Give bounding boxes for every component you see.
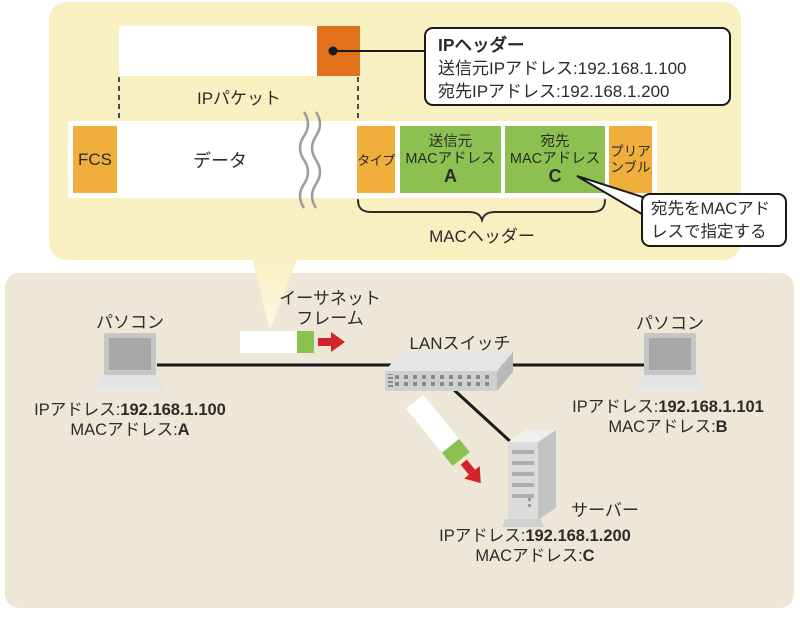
ip-header-callout-src: 送信元IPアドレス:192.168.1.100: [438, 59, 687, 78]
server-front: [508, 442, 538, 520]
src-mac-segment: 送信元 MACアドレス A: [400, 126, 501, 193]
lan-switch-ports-row1: [395, 375, 489, 379]
server-label: サーバー: [571, 501, 639, 520]
lan-switch-label: LANスイッチ: [409, 334, 511, 353]
lan-switch-leds: [388, 374, 393, 387]
pc-left-mac-value: A: [177, 421, 190, 439]
server-slot: [512, 483, 534, 487]
pc-right-laptop-base: [632, 375, 705, 390]
destination-note-line1: 宛先をMACアド: [651, 200, 771, 218]
pc-left-label: パソコン: [96, 313, 164, 332]
type-label: タイプ: [357, 153, 395, 168]
pc-left-mac-line: MACアドレス:A: [20, 420, 240, 440]
ethernet-frame-icon-tilted: [405, 394, 493, 495]
dst-mac-segment: 宛先 MACアドレス C: [505, 126, 605, 193]
lan-switch-front: [385, 371, 497, 391]
laptop-screen: [104, 333, 156, 375]
ethernet-frame-label-line1: イーサネット: [279, 289, 381, 308]
pc-right-ip-line: IPアドレス:192.168.1.101: [558, 397, 778, 417]
preamble-segment: プリア ンブル: [609, 126, 652, 193]
preamble-line2: ンブル: [610, 159, 651, 175]
pc-left-mac-label: MACアドレス:: [70, 421, 178, 439]
laptop-screen: [644, 333, 696, 375]
pc-left-ip-line: IPアドレス:192.168.1.100: [20, 400, 240, 420]
pc-right-mac-value: B: [715, 418, 728, 436]
server-slot: [512, 472, 534, 476]
server-slot: [512, 461, 534, 465]
frame-header-rect: [297, 331, 314, 353]
data-label: データ: [193, 150, 247, 171]
pc-left-laptop-base: [92, 375, 165, 390]
callout-connector-dot: [328, 46, 338, 56]
frame-payload-rect: [406, 394, 460, 453]
server-base: [502, 519, 544, 527]
pc-right-label: パソコン: [636, 314, 704, 333]
fcs-segment: FCS: [73, 126, 117, 193]
lan-switch-icon: [385, 352, 513, 371]
server-mac-line: MACアドレス:C: [425, 546, 645, 566]
laptop-display: [109, 338, 151, 370]
mac-header-brace: [357, 199, 606, 224]
dst-mac-line1: 宛先: [540, 134, 570, 150]
ip-packet-label: IPパケット: [196, 89, 282, 108]
data-segment: データ: [150, 126, 290, 193]
lan-wire-to-server: [451, 387, 515, 446]
mac-header-label: MACヘッダー: [429, 227, 535, 246]
pc-left-ip-value: 192.168.1.100: [120, 401, 226, 419]
src-mac-line1: 送信元: [428, 134, 473, 150]
ethernet-frame-icon: [406, 394, 481, 484]
pc-left-ip-label: IPアドレス:: [34, 401, 121, 419]
server-mac-label: MACアドレス:: [475, 547, 583, 565]
red-arrow-shaft: [318, 338, 331, 346]
dst-mac-value: C: [548, 166, 562, 186]
red-arrow-head: [331, 332, 345, 352]
pc-right-ip-label: IPアドレス:: [572, 398, 659, 416]
ethernet-frame-icon: [240, 331, 345, 353]
src-mac-value: A: [443, 166, 457, 186]
break-squiggle-left: [298, 111, 310, 209]
fcs-label: FCS: [78, 149, 112, 169]
pc-right-mac-label: MACアドレス:: [608, 418, 716, 436]
preamble-line1: プリア: [610, 143, 651, 159]
frame-header-rect: [441, 438, 470, 466]
ip-header-callout: IPヘッダー 送信元IPアドレス:192.168.1.100 宛先IPアドレス:…: [424, 27, 731, 106]
pc-right-ip-value: 192.168.1.101: [658, 398, 764, 416]
pc-right-laptop-icon: [644, 333, 696, 375]
red-arrow-shaft: [460, 459, 476, 475]
server-led: [528, 498, 531, 501]
ip-header-callout-dst: 宛先IPアドレス:192.168.1.200: [438, 82, 670, 101]
red-arrow-head: [464, 465, 481, 484]
server-slot: [512, 494, 534, 498]
frame-payload-rect: [240, 331, 297, 353]
ip-header-callout-title: IPヘッダー: [438, 35, 525, 55]
dst-mac-line2: MACアドレス: [509, 151, 601, 167]
type-segment: タイプ: [357, 126, 395, 193]
pc-right-mac-line: MACアドレス:B: [558, 417, 778, 437]
lan-switch-ports-row2: [395, 382, 489, 386]
server-ip-label: IPアドレス:: [439, 527, 526, 545]
ip-packet-bar: [119, 26, 317, 76]
destination-note-callout: 宛先をMACアド レスで指定する: [641, 193, 787, 247]
server-slot: [512, 450, 534, 454]
server-mac-value: C: [582, 547, 595, 565]
ethernet-frame-label: イーサネット フレーム: [270, 289, 390, 329]
ethernet-frame-label-line2: フレーム: [296, 309, 364, 328]
laptop-display: [649, 338, 691, 370]
network-topology-panel: [5, 273, 794, 608]
break-squiggle-right: [310, 111, 322, 209]
destination-note-line2: レスで指定する: [651, 223, 767, 241]
server-side: [538, 430, 556, 520]
src-mac-line2: MACアドレス: [405, 151, 496, 167]
pc-left-laptop-icon: [104, 333, 156, 375]
server-ip-line: IPアドレス:192.168.1.200: [425, 526, 645, 546]
server-ip-value: 192.168.1.200: [525, 527, 631, 545]
